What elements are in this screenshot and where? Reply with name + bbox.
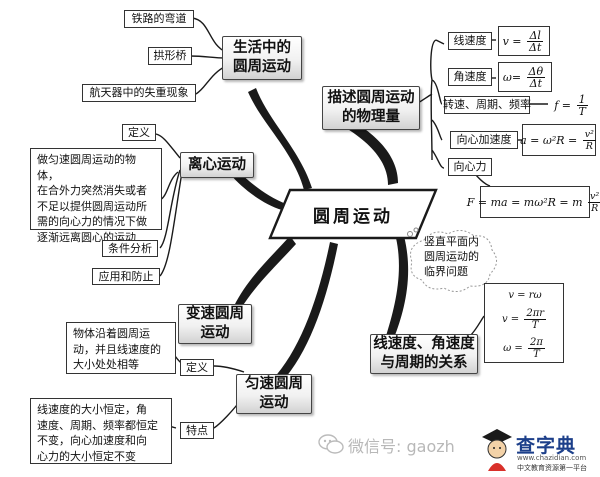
twig-uniform-1 [213, 365, 245, 373]
center-parallelogram [268, 188, 438, 240]
topic-relation: 线速度、角速度 与周期的关系 [370, 334, 478, 374]
graduate-mascot-logo [482, 429, 512, 471]
twig-centrifugal-4 [159, 171, 183, 277]
watermark: 微信号: gaozh 查字典 www.chazidian.com 中文教育资源第… [310, 425, 600, 477]
life-item-arch-bridge: 拱形桥 [148, 47, 192, 65]
branch-centrifugal [230, 168, 286, 210]
centrifugal-conditions: 条件分析 [102, 240, 158, 257]
wechat-id: 微信号: gaozh [348, 437, 455, 456]
vertical-cloud-shape [407, 227, 497, 292]
twig-centrifugal-3 [159, 169, 181, 249]
describe-centripetal-acceleration: 向心加速度 [450, 131, 518, 149]
vertical-plane-critical: 竖直平面内 圆周运动的 临界问题 [424, 235, 479, 278]
center-node: 圆周运动 [264, 185, 442, 243]
topic-life: 生活中的 圆周运动 [222, 36, 302, 80]
life-item-weightlessness: 航天器中的失重现象 [82, 84, 196, 102]
centrifugal-applications: 应用和防止 [92, 268, 160, 285]
life-item-railway: 铁路的弯道 [124, 10, 194, 28]
twig-life-1 [191, 17, 227, 53]
topic-centrifugal: 离心运动 [180, 152, 254, 178]
branch-relation [386, 236, 409, 338]
twig-relation [469, 315, 485, 337]
twig-describe-brace [430, 39, 445, 169]
center-title: 圆周运动 [313, 206, 393, 227]
describe-centripetal-force: 向心力 [448, 158, 492, 176]
wechat-icon [318, 434, 344, 454]
topic-variable-speed: 变速圆周 运动 [178, 304, 252, 344]
describe-rotation-period-frequency: 转速、周期、频率 [443, 96, 531, 114]
uniform-definition-text: 物体沿着圆周运 动，并且线速度的 大小处处相等 [66, 322, 176, 374]
branch-variable [234, 236, 296, 310]
twig-centrifugal-1 [155, 133, 181, 159]
centrifugal-definition-label: 定义 [122, 124, 156, 141]
formula-v-omega-r: v = rω [508, 289, 542, 301]
describe-linear-speed: 线速度 [448, 32, 492, 50]
logo-subtitle: 中文教育资源第一平台 [517, 464, 587, 472]
logo-site: www.chazidian.com [517, 454, 587, 462]
logo-text: 查字典 [516, 435, 577, 457]
centrifugal-definition-text: 做匀速圆周运动的物体， 在合外力突然消失或者 不足以提供圆周运动所 需的向心力的… [30, 148, 162, 244]
branch-uniform [272, 242, 338, 384]
twig-life-2 [189, 55, 227, 59]
topic-uniform: 匀速圆周 运动 [236, 374, 312, 414]
uniform-feature-label: 特点 [180, 422, 214, 439]
branch-life [248, 88, 312, 190]
uniform-feature-text: 线速度的大小恒定，角 速度、周期、频率都恒定 不变，向心加速度和向 心力的大小恒… [30, 398, 172, 464]
describe-angular-speed: 角速度 [448, 68, 492, 86]
uniform-definition-label: 定义 [180, 359, 214, 376]
topic-describe: 描述圆周运动 的物理量 [322, 86, 420, 130]
